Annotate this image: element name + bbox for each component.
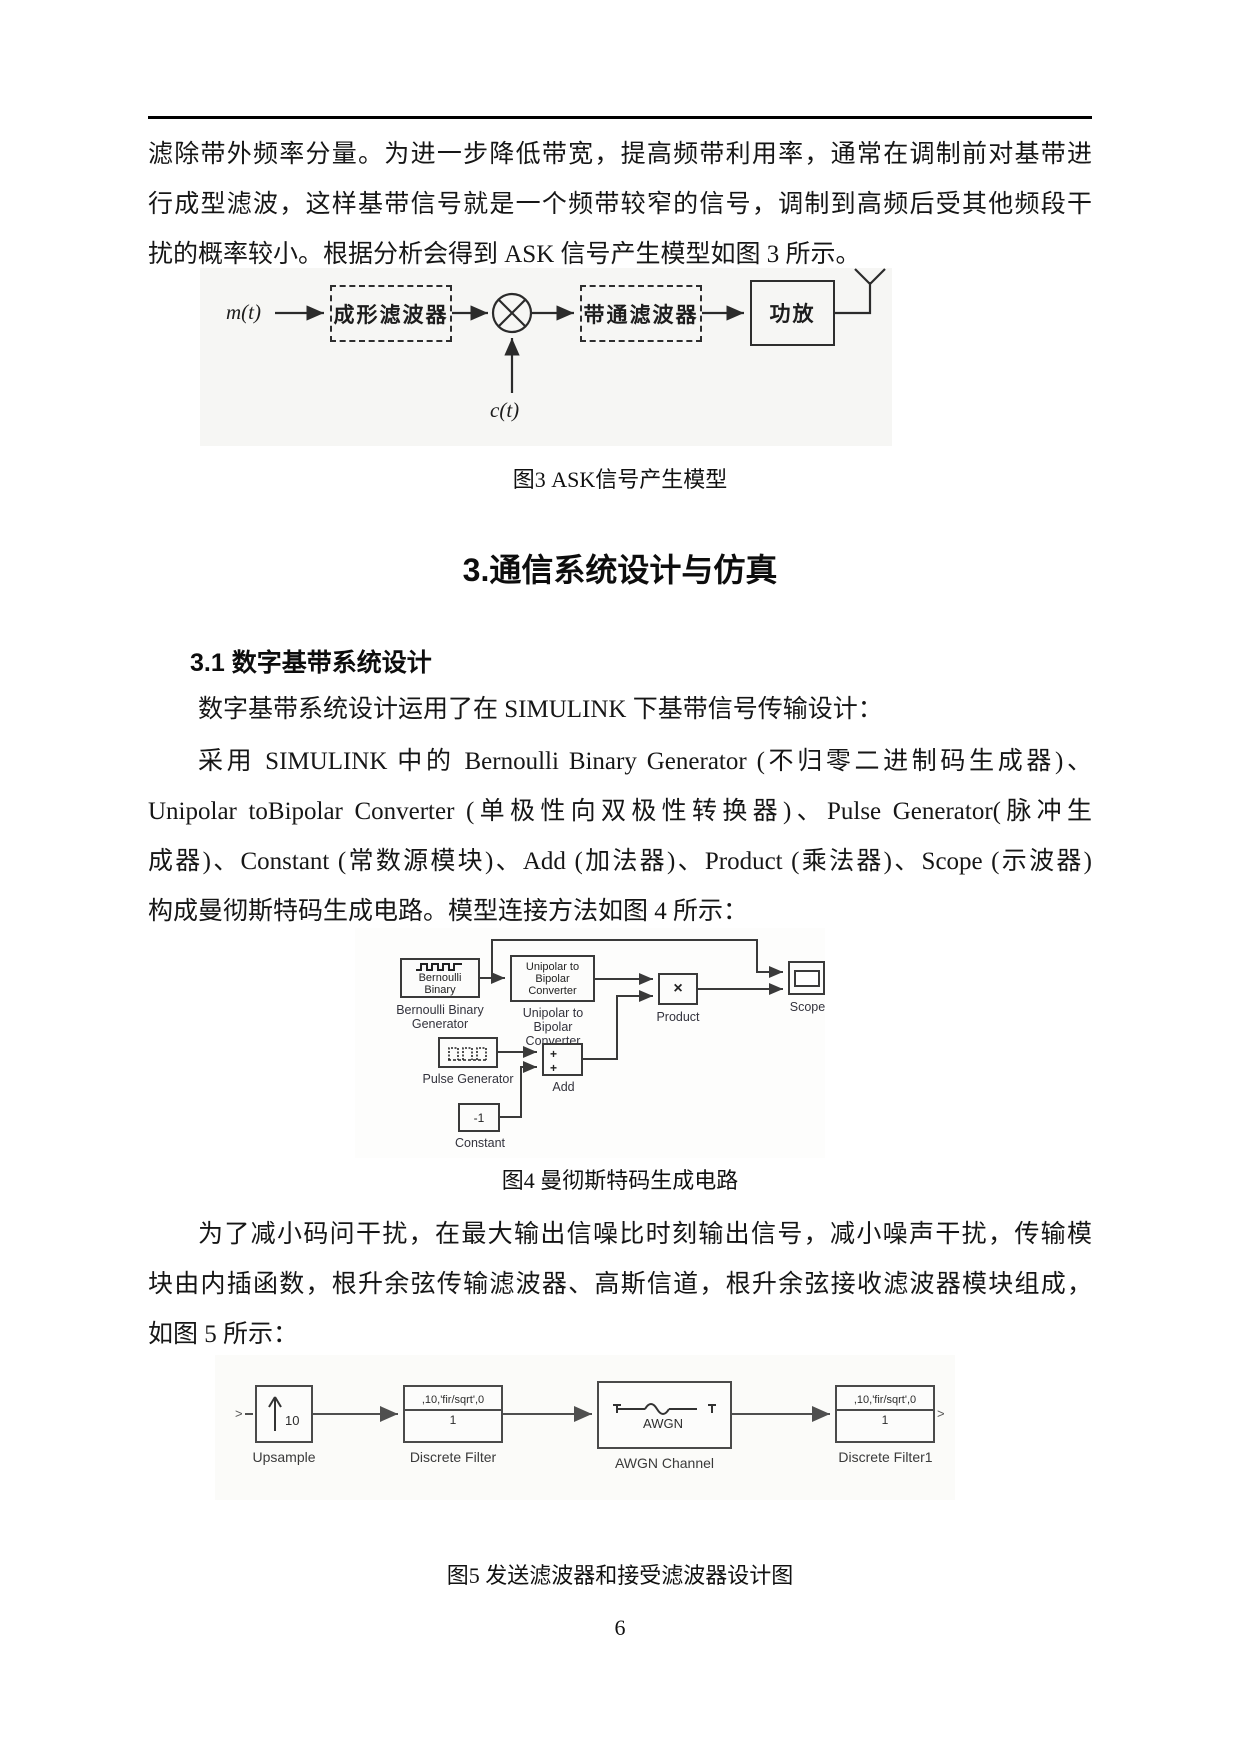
- product-block: ×: [658, 973, 698, 1005]
- unipolar-block-label: Unipolar to Bipolar Converter: [522, 1006, 584, 1048]
- pulse-train-icon: [448, 1046, 488, 1061]
- paragraph-2: 数字基带系统设计运用了在 SIMULINK 下基带信号传输设计：: [148, 685, 1092, 735]
- constant-value: -1: [473, 1110, 485, 1125]
- awgn-channel-block: AWGN: [597, 1381, 732, 1449]
- paragraph-line: 数字基带系统设计运用了在 SIMULINK 下基带信号传输设计：: [198, 696, 883, 723]
- square-wave-icon: [416, 962, 462, 971]
- filter-denominator: 1: [449, 1413, 457, 1427]
- paragraph-line: 采用 SIMULINK 中的 Bernoulli Binary Generato…: [198, 748, 1092, 775]
- awgn-channel-icon: AWGN: [613, 1403, 716, 1431]
- paragraph-line: 扰的概率较小。根据分析会得到 ASK 信号产生模型如图 3 所示。: [148, 241, 861, 268]
- add-block: + +: [542, 1043, 583, 1076]
- paragraph-line: 如图 5 所示：: [148, 1321, 299, 1348]
- figure-5-caption: 图5 发送滤波器和接受滤波器设计图: [446, 1563, 794, 1588]
- paragraph-line: 行成型滤波，这样基带信号就是一个频带较窄的信号，调制到高频后受其他频段干: [148, 191, 1092, 218]
- paragraph-3: 采用 SIMULINK 中的 Bernoulli Binary Generato…: [148, 737, 1092, 937]
- input-signal-label: m(t): [226, 300, 261, 324]
- awgn-text: AWGN: [643, 1416, 683, 1431]
- input-port-chevron: >: [235, 1406, 243, 1421]
- add-port-plus: +: [550, 1061, 558, 1075]
- paragraph-line: 构成曼彻斯特码生成电路。模型连接方法如图 4 所示：: [148, 898, 749, 925]
- fraction-bar: [837, 1409, 933, 1411]
- section-title: 3.通信系统设计与仿真: [462, 552, 778, 588]
- unipolar-block-text: Unipolar to Bipolar Converter: [525, 960, 580, 997]
- paragraph-4: 为了减小码问干扰，在最大输出信噪比时刻输出信号，减小噪声干扰，传输模 块由内插函…: [148, 1210, 1092, 1360]
- figure-4-caption: 图4 曼彻斯特码生成电路: [501, 1168, 739, 1193]
- scope-screen-icon: [793, 969, 820, 987]
- pulse-generator-label: Pulse Generator: [422, 1072, 514, 1086]
- section-subtitle: 3.1 数字基带系统设计: [190, 649, 432, 677]
- output-port-chevron: >: [937, 1406, 945, 1421]
- filter-numerator: ,10,'fir/sqrt',0: [853, 1394, 917, 1406]
- shaping-filter-block: 成形滤波器: [330, 285, 452, 342]
- paragraph-line: 为了减小码问干扰，在最大输出信噪比时刻输出信号，减小噪声干扰，传输模: [198, 1221, 1092, 1248]
- discrete-filter1-block: ,10,'fir/sqrt',0 1: [835, 1385, 935, 1443]
- amplifier-block: 功放: [750, 280, 835, 346]
- constant-block-label: Constant: [454, 1136, 506, 1150]
- upsample-label: Upsample: [252, 1449, 316, 1465]
- paragraph-line: Unipolar toBipolar Converter (单极性向双极性转换器…: [148, 798, 1092, 825]
- upsample-block: 10: [255, 1385, 313, 1443]
- header-rule: [148, 116, 1092, 119]
- pulse-generator-block: [438, 1037, 498, 1068]
- discrete-filter1-label: Discrete Filter1: [838, 1449, 933, 1465]
- discrete-filter-label: Discrete Filter: [409, 1449, 497, 1465]
- figure-4-manchester-circuit: Bernoulli Binary Bernoulli Binary Genera…: [355, 928, 825, 1158]
- figure-5-filter-design: > 10 Upsample ,10,'fir/sqrt',0 1 Discret…: [215, 1355, 955, 1500]
- add-block-label: Add: [552, 1080, 575, 1094]
- add-port-plus: +: [550, 1047, 558, 1061]
- unipolar-converter-block: Unipolar to Bipolar Converter: [510, 955, 595, 1002]
- awgn-channel-label: AWGN Channel: [614, 1455, 715, 1471]
- figure-3-caption: 图3 ASK信号产生模型: [512, 467, 728, 492]
- bandpass-filter-block: 带通滤波器: [580, 285, 702, 342]
- constant-block: -1: [458, 1103, 500, 1132]
- paragraph-1: 滤除带外频率分量。为进一步降低带宽，提高频带利用率，通常在调制前对基带进 行成型…: [148, 130, 1092, 280]
- product-block-label: Product: [656, 1010, 700, 1024]
- fig3-connector-lines: [275, 268, 886, 393]
- paragraph-line: 成器)、Constant (常数源模块)、Add (加法器)、Product (…: [148, 848, 1092, 875]
- bernoulli-block-text: Bernoulli Binary: [418, 971, 462, 996]
- filter-numerator: ,10,'fir/sqrt',0: [421, 1394, 485, 1406]
- carrier-signal-label: c(t): [490, 398, 520, 422]
- paragraph-line: 块由内插函数，根升余弦传输滤波器、高斯信道，根升余弦接收滤波器模块组成，: [148, 1271, 1092, 1298]
- upsample-arrow-icon: 10: [268, 1396, 299, 1431]
- bernoulli-block-label: Bernoulli Binary Generator: [396, 1003, 484, 1031]
- upsample-factor: 10: [285, 1413, 299, 1428]
- antenna-icon: [835, 268, 886, 315]
- filter-denominator: 1: [881, 1413, 889, 1427]
- figure-3-ask-model: m(t) 成形滤波器 带通滤波器 功放 c(t): [200, 268, 892, 446]
- bernoulli-binary-block: Bernoulli Binary: [400, 958, 480, 998]
- page-number: 6: [614, 1615, 626, 1640]
- scope-block-label: Scope: [789, 1000, 826, 1014]
- fraction-bar: [405, 1409, 501, 1411]
- paragraph-line: 滤除带外频率分量。为进一步降低带宽，提高频带利用率，通常在调制前对基带进: [148, 141, 1092, 168]
- multiply-icon: ×: [673, 980, 683, 997]
- fig5-connector-lines: [245, 1406, 830, 1422]
- scope-block: [788, 961, 825, 995]
- fig4-connector-lines: [480, 939, 783, 1118]
- discrete-filter-block: ,10,'fir/sqrt',0 1: [403, 1385, 503, 1443]
